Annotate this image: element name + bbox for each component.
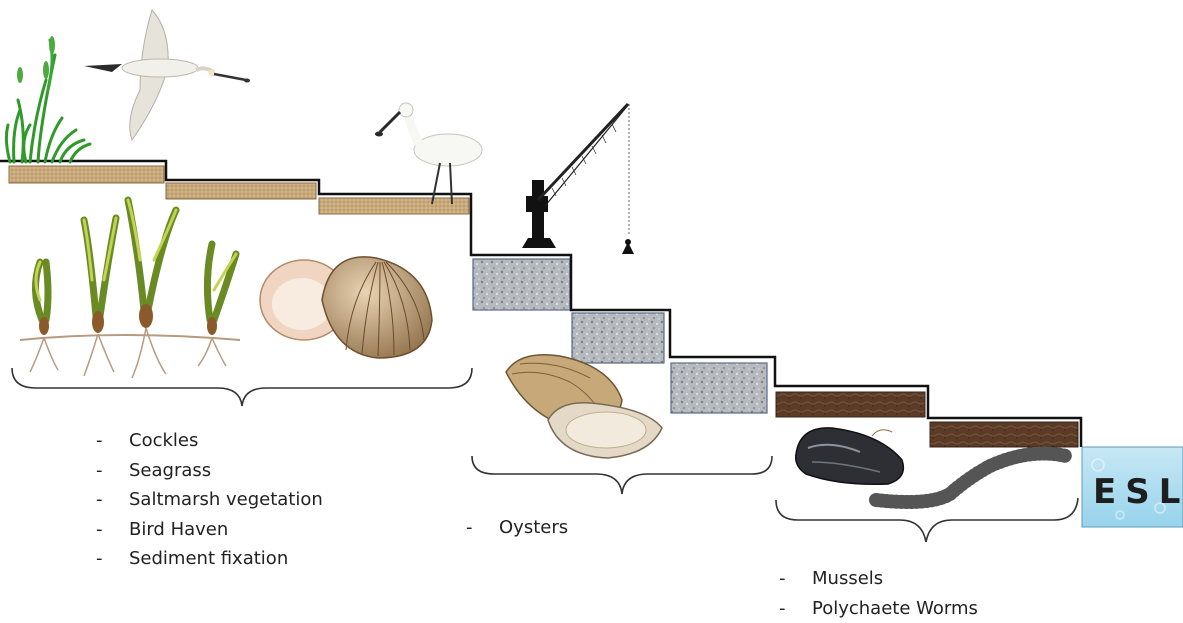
mud-block-2 — [930, 422, 1078, 447]
oyster-shell-icon — [506, 355, 662, 458]
habitat-list-middle: -Oysters — [466, 513, 568, 543]
gravel-block-3 — [671, 363, 767, 413]
habitat-list-upper: -Cockles -Seagrass -Saltmarsh vegetation… — [96, 426, 323, 574]
habitat-list-lower: -Mussels -Polychaete Worms — [779, 564, 978, 623]
spoonbill-standing-icon — [375, 103, 482, 204]
list-item: -Seagrass — [96, 456, 323, 486]
saltmarsh-grass-icon — [6, 40, 90, 162]
list-item: -Cockles — [96, 426, 323, 456]
seagrass-plant-icon — [20, 200, 240, 378]
list-item: -Sediment fixation — [96, 544, 323, 574]
list-item: -Polychaete Worms — [779, 594, 978, 623]
brace-group-1 — [12, 368, 472, 406]
sand-block-1 — [9, 166, 164, 183]
gravel-block-1 — [473, 259, 570, 310]
mussel-shell-icon — [796, 428, 904, 484]
water-label: ESL — [1093, 472, 1183, 512]
harbour-crane-icon — [522, 104, 634, 254]
sand-block-3 — [319, 198, 469, 214]
gravel-block-2 — [572, 313, 664, 363]
list-item: -Bird Haven — [96, 515, 323, 545]
list-item: -Saltmarsh vegetation — [96, 485, 323, 515]
polychaete-worm-icon — [876, 454, 1066, 502]
spoonbill-flying-icon — [84, 10, 250, 140]
sand-blocks — [9, 166, 469, 214]
list-item: -Mussels — [779, 564, 978, 594]
mud-block-1 — [776, 392, 925, 417]
sand-block-2 — [166, 183, 316, 199]
cockle-shell-icon — [260, 257, 432, 358]
list-item: -Oysters — [466, 513, 568, 543]
brace-group-2 — [472, 456, 772, 494]
